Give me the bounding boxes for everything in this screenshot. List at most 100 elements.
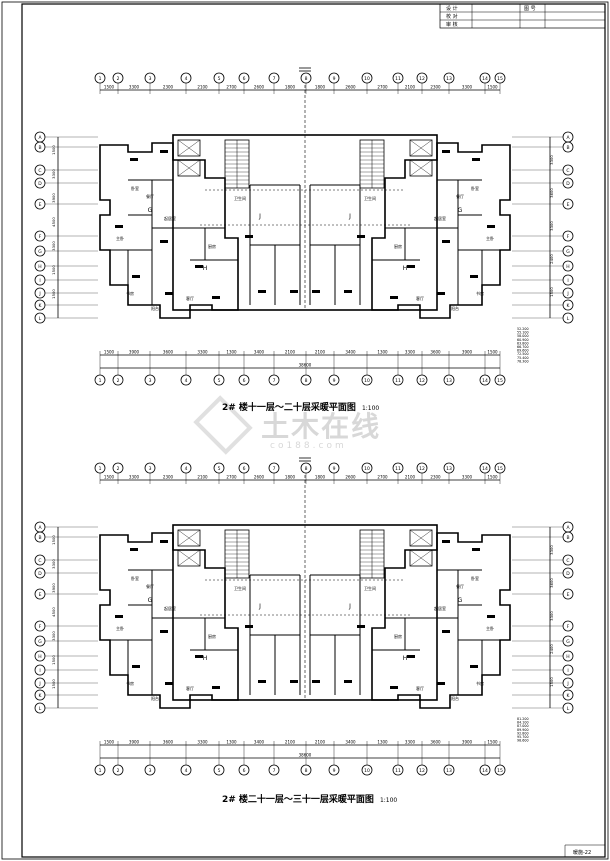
total-dim-label: 38600	[299, 363, 312, 368]
dim-label-left: 3900	[51, 193, 56, 203]
axis-bubble-bottom	[112, 374, 124, 386]
radiator-symbol	[132, 275, 140, 278]
room-label-mirror: 阳台	[451, 305, 459, 311]
axis-number-bottom: 9	[333, 768, 336, 774]
title-block: 设 计 校 对 审 核 图 号	[439, 3, 606, 29]
axis-number-top: 15	[497, 76, 503, 82]
radiator-symbol	[245, 235, 253, 238]
dim-label-left: 1500	[51, 145, 56, 155]
elevation-label: 81.200	[517, 717, 529, 721]
axis-bubble-bottom	[416, 374, 428, 386]
room-label-mirror: 卧室	[471, 185, 479, 191]
radiator-symbol	[442, 150, 450, 153]
axis-number-top: 9	[333, 76, 336, 82]
axis-number-top: 5	[218, 466, 221, 472]
unit-label: J	[258, 213, 261, 220]
axis-bubble-bottom	[268, 374, 280, 386]
dim-label-bottom: 3300	[197, 350, 208, 355]
unit-label: H	[403, 655, 408, 662]
dim-label-bottom: 1300	[377, 350, 388, 355]
axis-number-top: 5	[218, 76, 221, 82]
axis-number-bottom: 12	[419, 378, 425, 384]
dim-label-top: 3300	[462, 85, 473, 90]
dim-label-top: 2300	[430, 85, 441, 90]
axis-number-top: 7	[273, 466, 276, 472]
axis-letter-right: C	[566, 168, 569, 174]
tb-row-2: 校 对	[446, 13, 458, 20]
room-label-mirror: 卫生间	[364, 585, 376, 591]
axis-letter-right: F	[567, 234, 570, 240]
radiator-symbol	[245, 625, 253, 628]
radiator-symbol	[258, 680, 266, 683]
room-label: 厨房	[208, 243, 216, 249]
axis-bubble-bottom	[392, 374, 404, 386]
axis-bubble-bottom	[494, 764, 506, 776]
dim-label-bottom: 3300	[405, 740, 416, 745]
axis-letter-left: B	[38, 535, 41, 541]
room-label-mirror: 卧室	[471, 575, 479, 581]
axis-letter-right: I	[567, 278, 568, 284]
axis-letter-right: D	[566, 181, 570, 187]
unit-label: J	[348, 603, 351, 610]
dim-label-right: 3300	[549, 611, 554, 621]
axis-bubble-bottom	[180, 374, 192, 386]
axis-number-top: 8	[305, 76, 308, 82]
axis-letter-left: G	[38, 249, 42, 255]
radiator-symbol	[470, 665, 478, 668]
dim-label-top: 2300	[430, 475, 441, 480]
dim-label-top: 1800	[315, 475, 326, 480]
radiator-symbol	[130, 548, 138, 551]
axis-letter-left: J	[38, 681, 40, 687]
axis-bubble-bottom	[144, 764, 156, 776]
elevator-cross	[177, 549, 201, 567]
axis-letter-left: C	[38, 168, 41, 174]
radiator-symbol	[195, 265, 203, 268]
axis-number-top: 1	[99, 466, 102, 472]
axis-bubble-bottom	[479, 764, 491, 776]
elevator-shaft	[177, 159, 201, 177]
elevator-shaft	[409, 159, 433, 177]
dim-label-bottom: 3600	[430, 350, 441, 355]
dim-label-top: 1500	[104, 475, 115, 480]
room-label-mirror: 厨房	[394, 243, 402, 249]
axis-letter-left: E	[39, 592, 42, 598]
unit-label: G	[148, 207, 153, 214]
building-outline-left	[99, 142, 239, 319]
dim-label-bottom: 3600	[163, 350, 174, 355]
dim-label-bottom: 2100	[315, 350, 326, 355]
axis-number-bottom: 6	[243, 378, 246, 384]
axis-number-bottom: 8	[305, 768, 308, 774]
axis-number-bottom: 10	[364, 768, 370, 774]
axis-letter-right: J	[566, 681, 568, 687]
dim-label-top: 1800	[285, 85, 296, 90]
axis-bubble-bottom	[268, 764, 280, 776]
radiator-symbol	[357, 235, 365, 238]
axis-number-top: 10	[364, 466, 370, 472]
room-label-mirror: 餐厅	[456, 583, 464, 589]
dim-label-right: 3300	[549, 155, 554, 165]
axis-number-bottom: 14	[482, 378, 488, 384]
unit-label: J	[258, 603, 261, 610]
room-label: 餐厅	[146, 193, 154, 199]
radiator-symbol	[212, 296, 220, 299]
axis-letter-right: K	[567, 693, 571, 699]
dim-label-right: 3300	[549, 221, 554, 231]
axis-number-bottom: 8	[305, 378, 308, 384]
elevation-label: 75.400	[517, 356, 529, 360]
elevator-cross	[409, 549, 433, 567]
radiator-symbol	[165, 292, 173, 295]
axis-number-top: 15	[497, 466, 503, 472]
axis-number-bottom: 5	[218, 768, 221, 774]
axis-letter-left: D	[38, 571, 42, 577]
radiator-symbol	[290, 680, 298, 683]
axis-number-top: 8	[305, 466, 308, 472]
room-label: 卫生间	[234, 585, 246, 591]
dim-label-left: 3300	[51, 169, 56, 179]
axis-letter-right: G	[566, 249, 570, 255]
sheet-number: 暖施-22	[573, 849, 591, 856]
axis-number-bottom: 5	[218, 378, 221, 384]
axis-number-bottom: 4	[185, 378, 188, 384]
axis-letter-left: K	[39, 303, 43, 309]
